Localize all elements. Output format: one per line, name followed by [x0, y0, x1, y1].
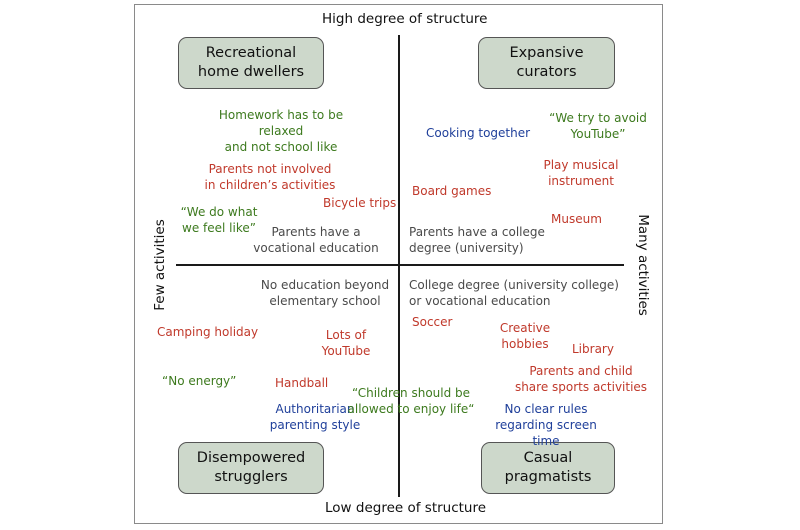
item-camping-holiday: Camping holiday: [157, 325, 259, 339]
item-museum: Museum: [551, 212, 602, 226]
item-college-or-vocational: College degree (university college) or v…: [409, 278, 619, 308]
axis-label-top: High degree of structure: [322, 11, 488, 27]
item-cooking-together: Cooking together: [426, 126, 531, 140]
item-we-do-what: “We do what we feel like”: [180, 205, 258, 235]
item-avoid-youtube: “We try to avoid YouTube”: [549, 111, 647, 141]
item-library: Library: [572, 342, 614, 356]
item-bicycle-trips: Bicycle trips: [323, 196, 397, 210]
item-lots-of-youtube: Lots of YouTube: [321, 328, 371, 358]
item-creative-hobbies: Creative hobbies: [499, 321, 551, 351]
item-handball: Handball: [275, 376, 329, 390]
item-college-degree: Parents have a college degree (universit…: [409, 225, 545, 255]
quadrant-box-expansive-curators: Expansive curators: [478, 37, 615, 89]
axis-label-bottom: Low degree of structure: [325, 500, 487, 516]
item-board-games: Board games: [412, 184, 492, 198]
horizontal-axis-line: [176, 264, 624, 266]
item-screen-time: No clear rules regarding screen time: [495, 402, 597, 448]
item-no-education: No education beyond elementary school: [260, 278, 390, 308]
item-authoritarian: Authoritarian parenting style: [269, 402, 361, 432]
quadrant-box-disempowered-strugglers: Disempowered strugglers: [178, 442, 324, 494]
item-enjoy-life: “Children should be allowed to enjoy lif…: [347, 386, 475, 416]
vertical-axis-line: [398, 35, 400, 497]
item-sports-activities: Parents and child share sports activitie…: [514, 364, 648, 394]
quadrant-box-recreational-home-dwellers: Recreational home dwellers: [178, 37, 324, 89]
item-homework: Homework has to be relaxed and not schoo…: [218, 108, 344, 154]
item-parents-not-involved: Parents not involved in children’s activ…: [204, 162, 336, 192]
item-no-energy: “No energy”: [162, 374, 237, 388]
axis-label-left: Few activities: [151, 219, 168, 311]
item-vocational-education: Parents have a vocational education: [253, 225, 379, 255]
item-musical-instrument: Play musical instrument: [543, 158, 619, 188]
axis-label-right: Many activities: [634, 214, 651, 316]
item-soccer: Soccer: [412, 315, 453, 329]
quadrant-box-casual-pragmatists: Casual pragmatists: [481, 442, 615, 494]
